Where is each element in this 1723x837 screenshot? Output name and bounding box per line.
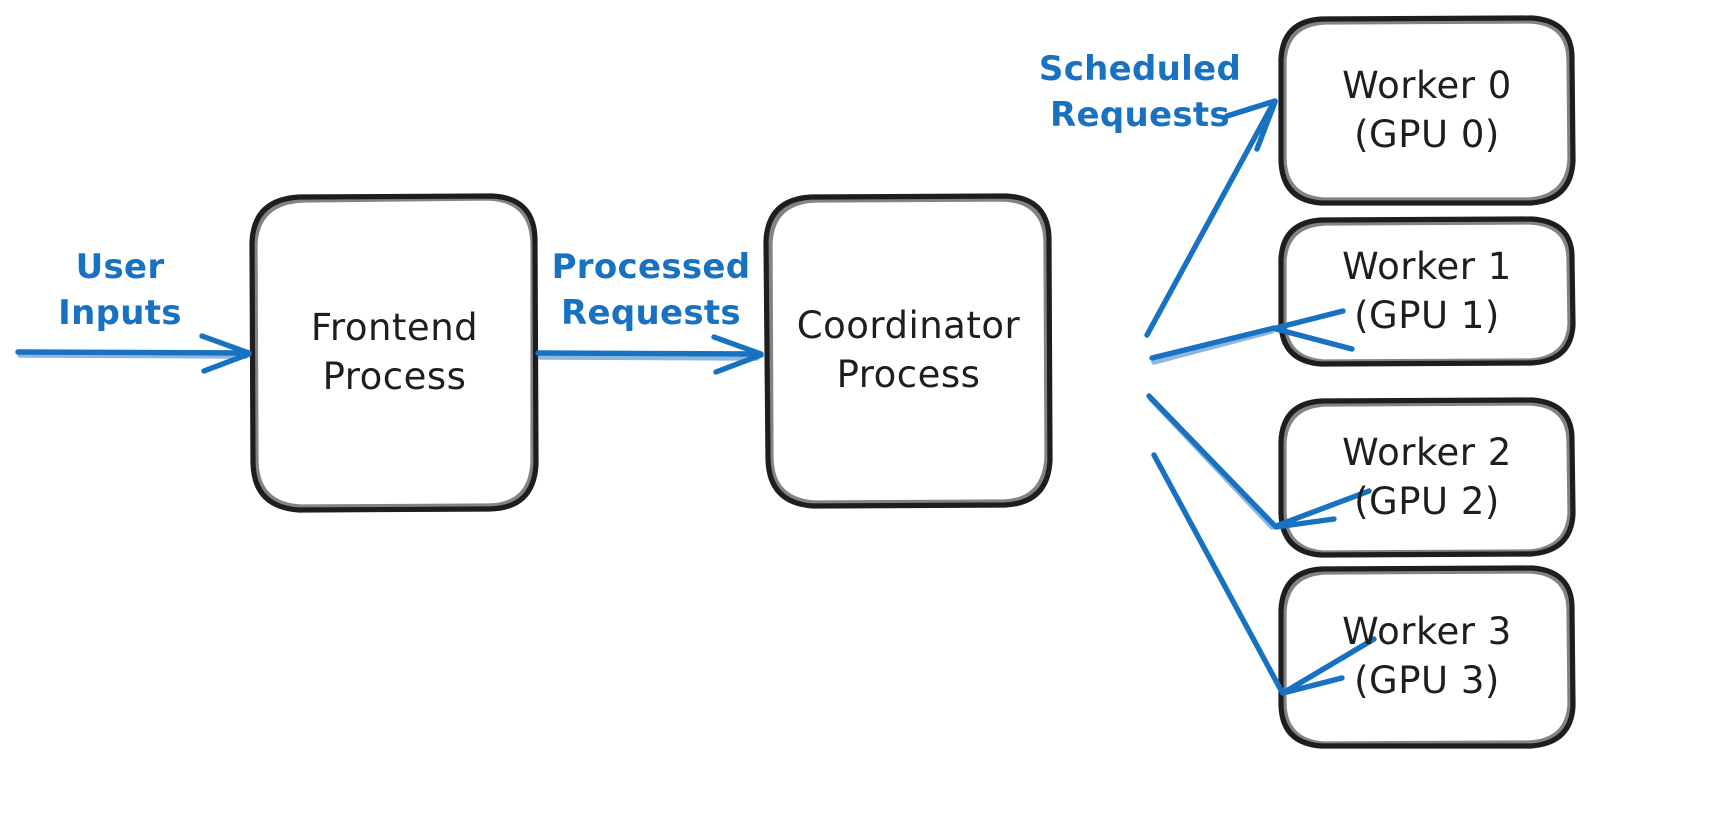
edge-label-user-inputs-line1: User: [75, 247, 165, 288]
node-shape-worker1[interactable]: [1278, 216, 1576, 367]
node-frontend-process[interactable]: Frontend Process: [252, 196, 537, 510]
edge-label-scheduled-requests-line2: Requests: [1050, 95, 1230, 135]
node-worker-0[interactable]: Worker 0 (GPU 0): [1281, 18, 1573, 203]
node-worker3-line1: Worker 3: [1342, 610, 1512, 654]
node-worker2-line2: (GPU 2): [1354, 479, 1500, 523]
node-shape-frontend[interactable]: [249, 193, 539, 513]
node-frontend-line2: Process: [322, 355, 467, 398]
edge-label-user-inputs-line2: Inputs: [58, 293, 182, 333]
node-frontend-line1: Frontend: [310, 306, 479, 350]
node-coordinator-line1: Coordinator: [796, 304, 1021, 348]
node-worker0-line2: (GPU 0): [1354, 112, 1500, 156]
arrow-coordinator-to-worker0: [1144, 98, 1278, 338]
edge-label-processed-requests-line1: Processed: [551, 247, 751, 288]
node-worker3-line2: (GPU 3): [1354, 659, 1500, 702]
node-worker-2[interactable]: Worker 2 (GPU 2): [1281, 400, 1573, 555]
node-coordinator-process[interactable]: Coordinator Process: [766, 196, 1051, 506]
node-worker1-line2: (GPU 1): [1354, 293, 1500, 337]
node-coordinator-line2: Process: [836, 353, 981, 396]
edge-label-processed-requests: Processed Requests: [548, 243, 754, 339]
edge-label-processed-requests-line2: Requests: [561, 293, 741, 333]
node-shape-worker3[interactable]: [1278, 565, 1576, 749]
node-worker-1[interactable]: Worker 1 (GPU 1): [1281, 219, 1573, 364]
node-worker2-line1: Worker 2: [1342, 430, 1512, 474]
edge-label-user-inputs: User Inputs: [40, 243, 200, 339]
node-shape-worker2[interactable]: [1278, 397, 1576, 558]
edge-label-scheduled-requests: Scheduled Requests: [1038, 45, 1242, 141]
node-shape-worker0[interactable]: [1278, 15, 1576, 206]
arrow-coordinator-to-worker1: [1149, 308, 1355, 365]
node-worker1-line1: Worker 1: [1342, 244, 1512, 288]
arrow-coordinator-to-worker3: [1151, 452, 1377, 696]
node-shape-coordinator[interactable]: [763, 193, 1053, 509]
arrow-coordinator-to-worker2: [1146, 393, 1372, 530]
edge-label-scheduled-requests-line1: Scheduled: [1038, 49, 1242, 90]
node-worker-3[interactable]: Worker 3 (GPU 3): [1281, 568, 1573, 746]
arrow-frontend-to-coordinator: [535, 334, 764, 375]
node-worker0-line1: Worker 0: [1342, 63, 1512, 107]
arrow-user-to-frontend: [15, 333, 252, 374]
